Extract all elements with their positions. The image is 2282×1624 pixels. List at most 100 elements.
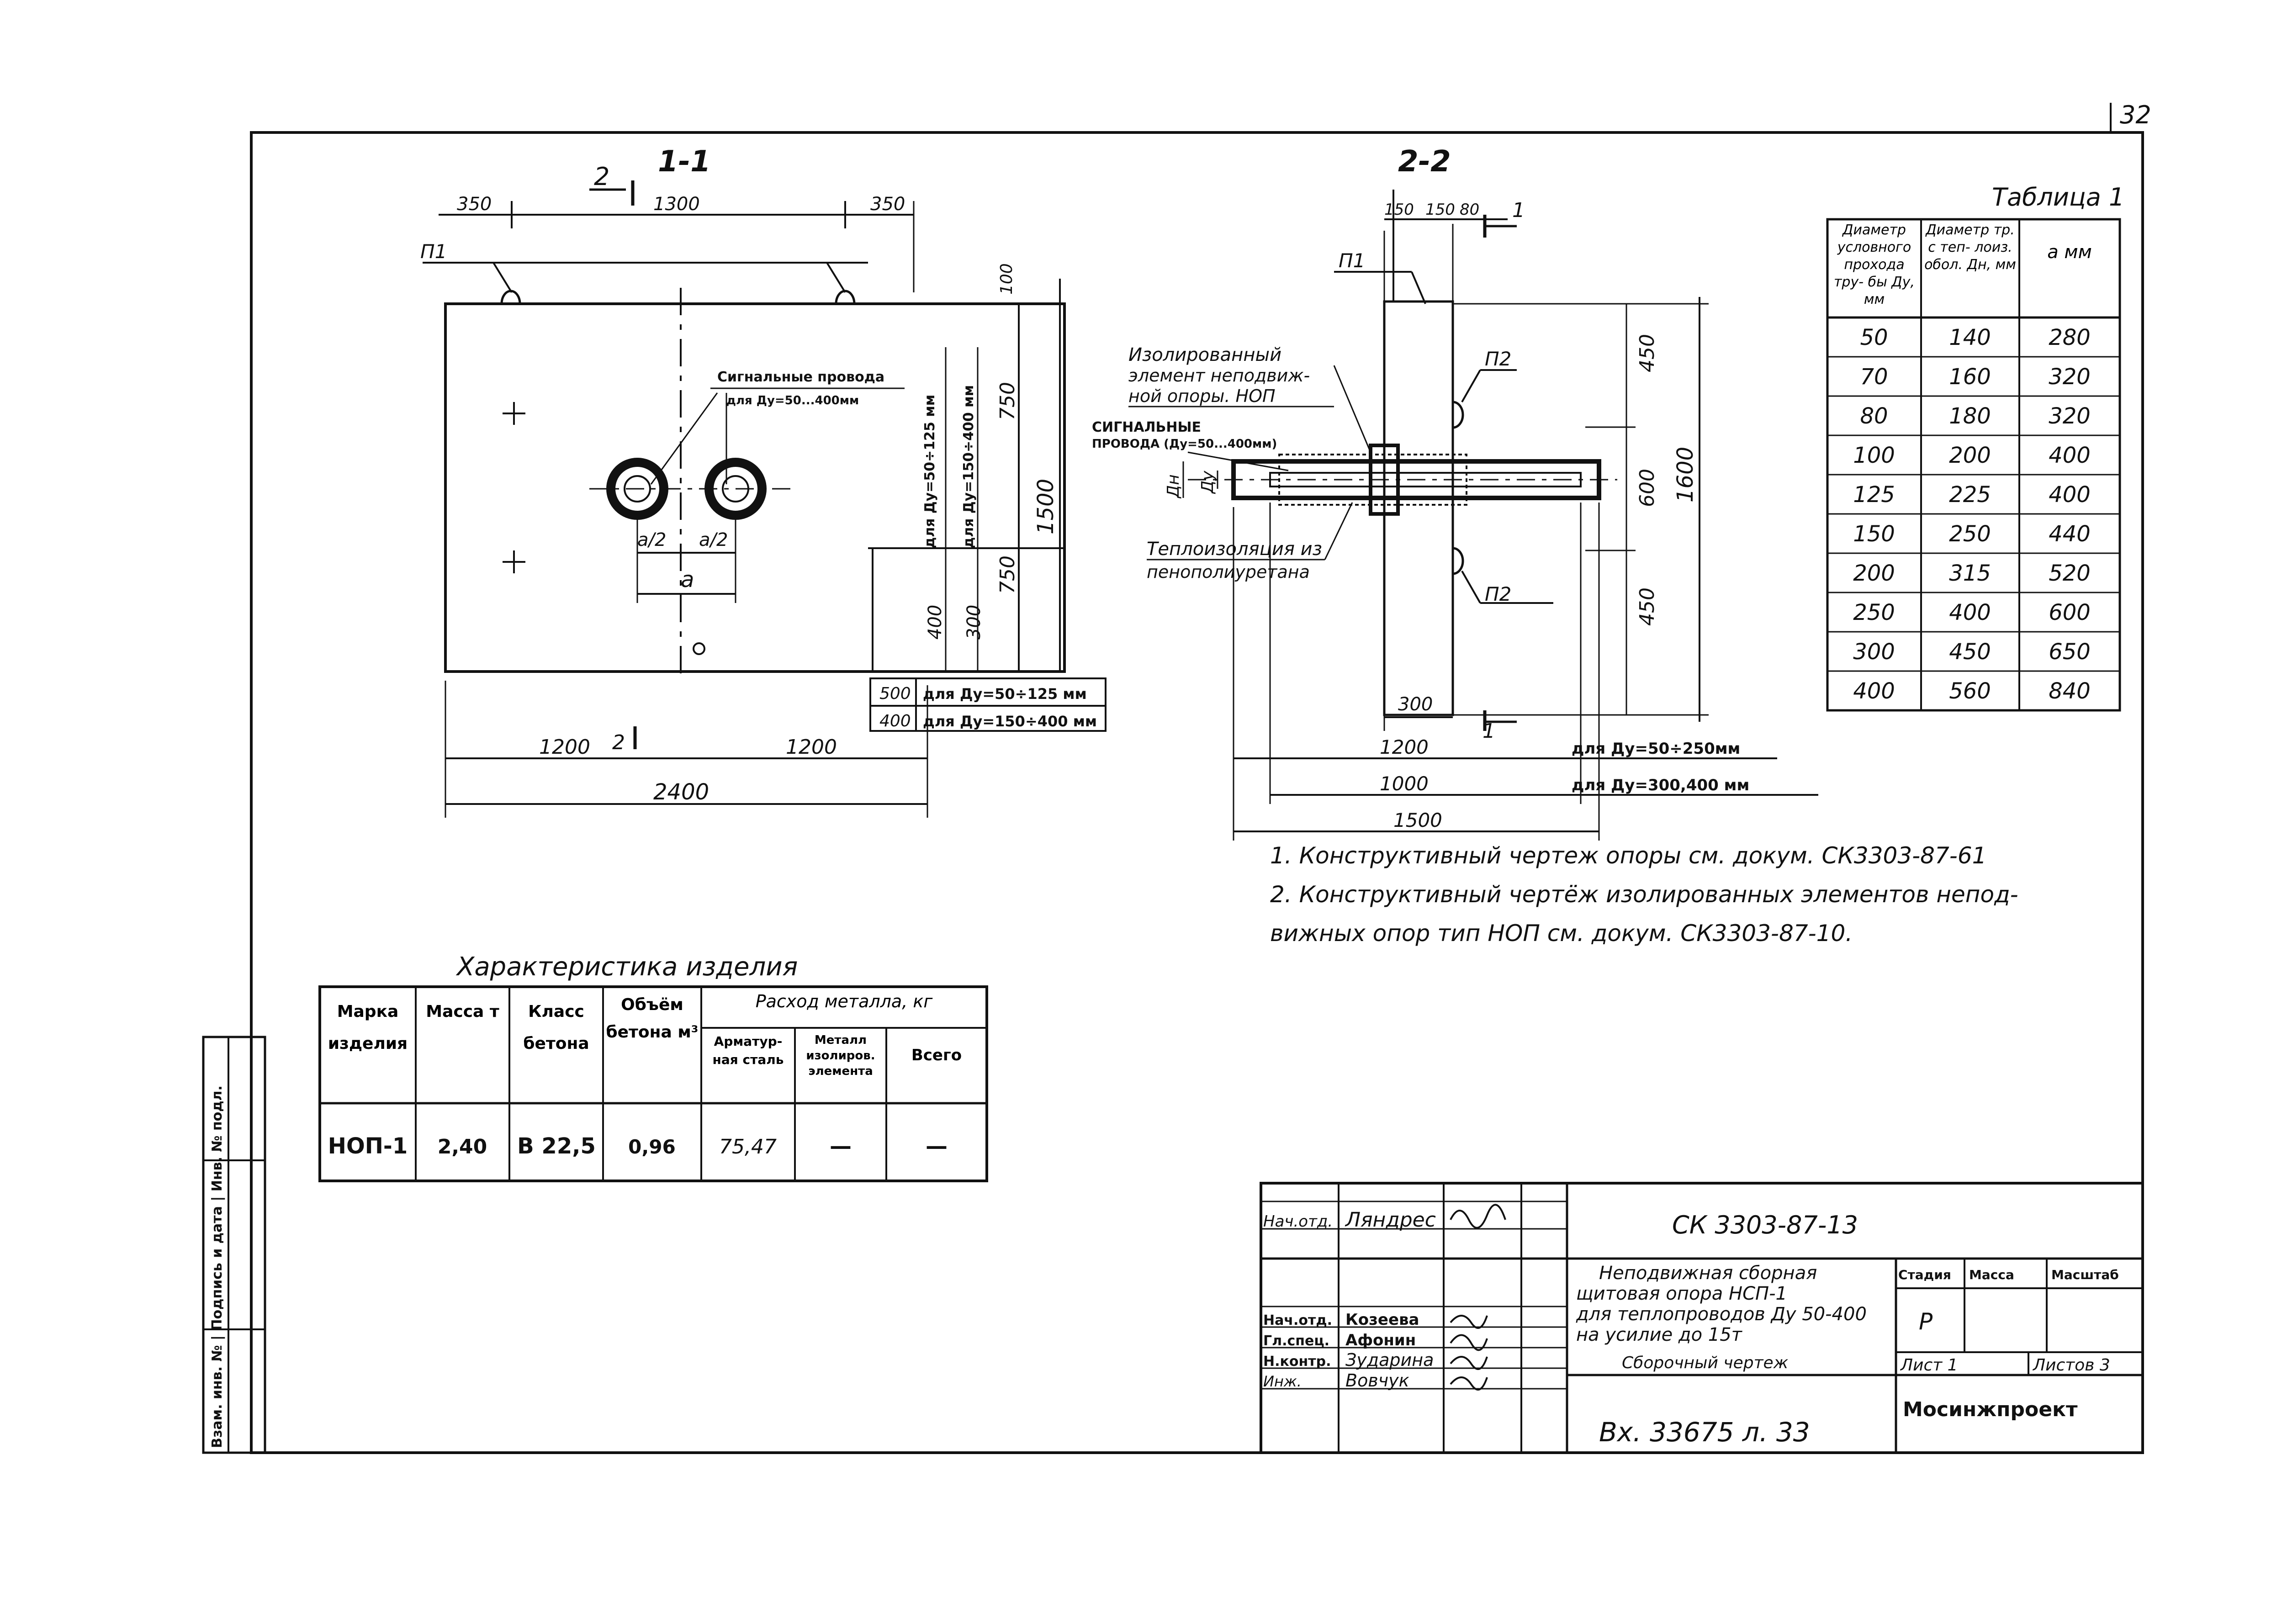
table1-cell: 140 (1949, 325, 1991, 350)
table1-cell: 180 (1949, 403, 1991, 429)
note-1200: для Ду=50÷250мм (1572, 740, 1740, 758)
insulation-label-2: пенополиуретана (1147, 562, 1310, 582)
insulated-label-2: элемент неподвиж- (1128, 365, 1310, 386)
char-header-volume: Объём бетона м³ (606, 995, 699, 1042)
char-insul: — (830, 1133, 852, 1159)
table1-cell: 650 (2049, 639, 2091, 665)
mass-header: Масса (1969, 1267, 2014, 1282)
dim-1200-s2: 1200 (1380, 736, 1429, 758)
dim-1500-s2: 1500 (1393, 809, 1442, 831)
table1-cell: 400 (2049, 482, 2091, 508)
char-header-insul: Металл изолиров. элемента (806, 1033, 875, 1078)
dim-1200-left: 1200 (539, 735, 590, 759)
signal-label-1: СИГНАЛЬНЫЕ (1092, 419, 1201, 435)
characteristics-title: Характеристика изделия (455, 952, 798, 982)
table1-cell: 80 (1860, 403, 1888, 429)
section-2-cut-mark: 1 (1512, 199, 1525, 222)
tag-p1: П1 (420, 240, 447, 263)
sheet-number: 32 (2120, 101, 2151, 129)
table1-cell: 400 (1853, 678, 1895, 704)
section-1-1: 1-1 2 350 1300 350 П1 a/2 a (420, 145, 1107, 818)
role-3: Гл.спец. (1263, 1333, 1329, 1349)
role-1: Нач.отд. (1263, 1212, 1333, 1231)
dim-80: 80 (1460, 201, 1479, 219)
name-2: Козеева (1345, 1311, 1419, 1329)
insulated-label-1: Изолированный (1128, 344, 1281, 365)
small-table-note2: для Ду=150÷400 мм (923, 713, 1097, 730)
stage-header: Стадия (1898, 1267, 1951, 1282)
sheets-label: Листов 3 (2032, 1356, 2110, 1375)
table1-cell: 450 (1949, 639, 1991, 665)
name-5: Вовчук (1345, 1370, 1409, 1391)
note-2: 2. Конструктивный чертёж изолированных э… (1270, 881, 2018, 908)
signatures (1450, 1204, 1506, 1391)
dim-350-right: 350 (870, 194, 905, 215)
dim-300-wall: 300 (1398, 694, 1433, 715)
a-half-1: a/2 (637, 529, 666, 550)
table1-cell: 560 (1949, 678, 1991, 704)
table1-cell: 70 (1860, 364, 1888, 390)
signal-wires-label: Сигнальные провода (717, 369, 884, 385)
dim-150-b: 150 (1425, 201, 1455, 219)
char-mark: НОП-1 (328, 1133, 408, 1159)
table1-caption: Таблица 1 (1992, 183, 2124, 212)
table1-cell: 280 (2049, 325, 2091, 350)
title-line-1: Неподвижная сборная (1599, 1263, 1817, 1284)
table1-cell: 315 (1949, 561, 1991, 586)
role-4: Н.контр. (1263, 1354, 1331, 1370)
signal-wires-range: для Ду=50...400мм (726, 394, 859, 407)
small-table-v1: 500 (879, 684, 911, 703)
section-2-2: 2-2 150 150 80 1 П1 П2 П2 Дн Ду (1092, 145, 1818, 841)
table1-cell: 250 (1949, 521, 1991, 547)
vertical-note-2: для Ду=150÷400 мм (961, 385, 977, 548)
dim-1500: 1500 (1033, 479, 1059, 534)
title-block: Нач.отд. Ляндрес Нач.отд. Козеева Гл.спе… (1260, 1182, 2144, 1454)
archive-number: Вх. 33675 л. 33 (1599, 1417, 1810, 1448)
section-1-cut-mark: 2 (594, 162, 609, 191)
table-1: Таблица 1 Диаметр условного прохода тру-… (1826, 183, 2124, 712)
title-line-5: Сборочный чертеж (1622, 1354, 1789, 1372)
title-line-2: щитовая опора НСП-1 (1576, 1283, 1787, 1304)
side-stamp: Взам. инв. № | Подпись и дата | Инв. № п… (202, 1036, 266, 1454)
note-3: вижных опор тип НОП см. докум. СК3303-87… (1270, 920, 1853, 947)
char-header-class: Класс бетона (523, 1002, 589, 1053)
role-5: Инж. (1263, 1373, 1302, 1390)
title-line-4: на усилие до 15т (1576, 1324, 1743, 1345)
table1-cell: 440 (2049, 521, 2091, 547)
insulated-label-3: ной опоры. НОП (1128, 386, 1276, 406)
table1-cell: 300 (1853, 639, 1895, 665)
char-rebar: 75,47 (719, 1135, 777, 1158)
doc-code: СК 3303-87-13 (1672, 1211, 1858, 1239)
table1-cell: 200 (1949, 443, 1991, 468)
dim-1000-s2: 1000 (1380, 772, 1429, 795)
sheet-frame (250, 131, 2144, 1454)
a-half-2: a/2 (699, 529, 728, 550)
char-class: В 22,5 (517, 1133, 596, 1159)
table1-cell: 400 (2049, 443, 2091, 468)
sheet-label: Лист 1 (1900, 1356, 1958, 1375)
table1-header-dn: Диаметр тр. с теп- лоиз. обол. Дн, мм (1924, 222, 2016, 273)
table1-cell: 320 (2049, 364, 2091, 390)
char-header-mass: Масса т (426, 1002, 499, 1021)
organization: Мосинжпроект (1903, 1398, 2078, 1421)
signal-label-2: ПРОВОДА (Ду=50...400мм) (1092, 437, 1277, 451)
table1-cell: 150 (1853, 521, 1895, 547)
dim-1300: 1300 (653, 194, 700, 215)
char-header-mark: Марка изделия (328, 1002, 408, 1053)
dim-2400: 2400 (653, 779, 709, 805)
table1-cell: 50 (1860, 325, 1888, 350)
table1-cell: 520 (2049, 561, 2091, 586)
dim-350-left: 350 (457, 194, 492, 215)
side-stamp-text: Взам. инв. № | Подпись и дата | Инв. № п… (209, 1085, 225, 1448)
stage-value: Р (1919, 1308, 1933, 1335)
table1-cell: 600 (2049, 600, 2091, 625)
dim-750-top: 750 (996, 382, 1019, 420)
dim-1600: 1600 (1673, 447, 1698, 503)
notes: 1. Конструктивный чертеж опоры см. докум… (1270, 842, 2018, 947)
insulation-label-1: Теплоизоляция из (1147, 539, 1322, 560)
char-header-rebar: Арматур- ная сталь (712, 1034, 784, 1067)
dim-750-bottom: 750 (996, 555, 1019, 594)
name-3: Афонин (1345, 1331, 1416, 1349)
note-1: 1. Конструктивный чертеж опоры см. докум… (1270, 842, 1986, 869)
